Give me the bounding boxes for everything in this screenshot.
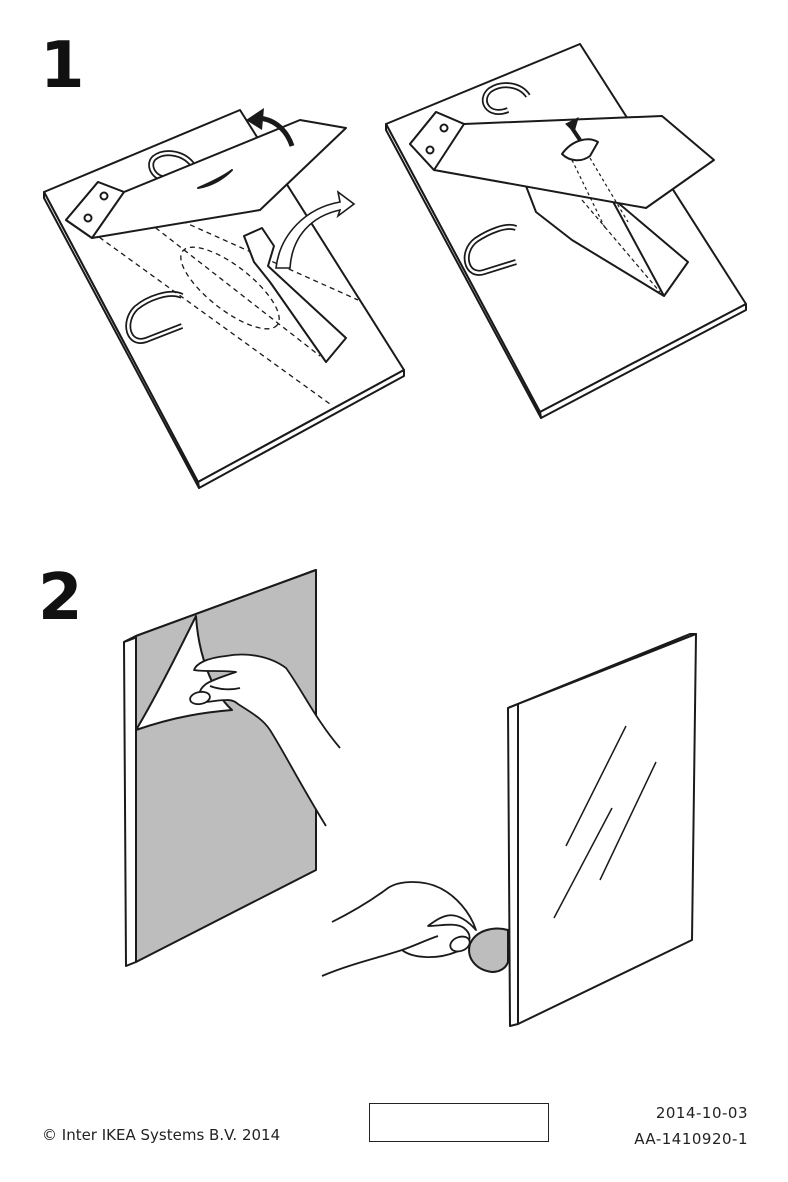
blank-label-box (369, 1103, 549, 1142)
mirror-surface (518, 634, 696, 1024)
protective-film-corner (469, 929, 508, 972)
step-2-illustration-mirror-peel (0, 0, 788, 1060)
article-code: AA-1410920-1 (634, 1126, 748, 1152)
document-meta: 2014-10-03 AA-1410920-1 (634, 1100, 748, 1152)
copyright-text: © Inter IKEA Systems B.V. 2014 (42, 1126, 280, 1144)
hand-removing-film (322, 882, 476, 976)
document-date: 2014-10-03 (634, 1100, 748, 1126)
